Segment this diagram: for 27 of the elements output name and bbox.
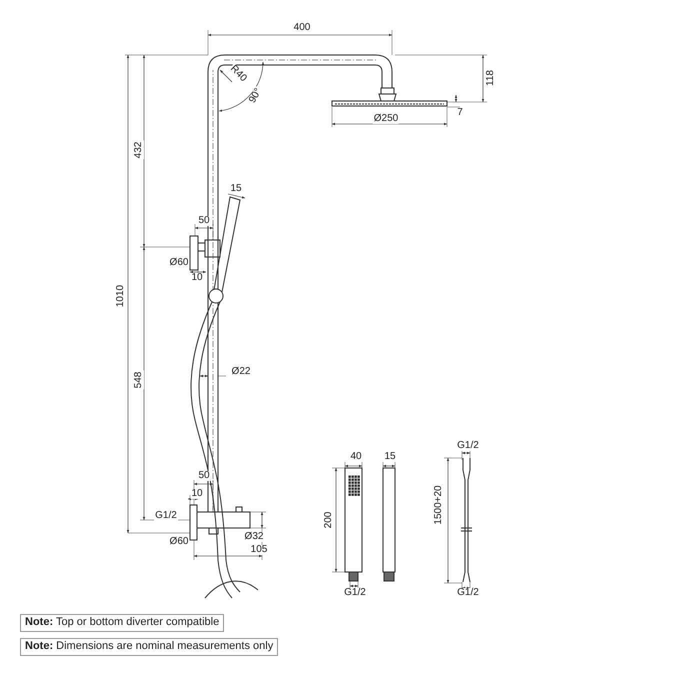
dimension-label: 1500+20 [434,484,444,526]
dimension-label: Ø250 [372,114,400,124]
dimension-label: 200 [324,510,334,530]
dimension-label: 1010 [116,284,126,308]
dimension-label: Ø60 [168,258,190,268]
dimension-label: 50 [197,216,211,226]
dimension-label: 15 [383,452,397,462]
dimension-label: 118 [486,69,496,87]
dimension-label: 7 [456,108,464,118]
dimension-label: 40 [349,452,363,462]
dimension-label: Ø32 [244,532,264,542]
dimension-label: 548 [134,370,144,390]
dimension-label: 400 [292,23,312,33]
dimension-label: 15 [229,184,243,194]
dimension-label: 10 [190,273,204,283]
dimension-label: G1/2 [154,511,178,521]
dimension-label: 432 [134,140,144,160]
dimension-label: G1/2 [456,441,480,451]
dimension-label: 50 [197,471,211,481]
dimension-label: 105 [250,545,268,555]
note-box: Note: Top or bottom diverter compatible [20,614,224,632]
dimension-label: 10 [190,489,204,499]
dimension-label: Ø60 [168,537,190,547]
dimension-label: Ø22 [230,367,252,377]
dimension-label: G1/2 [456,588,480,598]
dimension-label: G1/2 [343,588,367,598]
note-box: Note: Dimensions are nominal measurements only [20,638,278,656]
